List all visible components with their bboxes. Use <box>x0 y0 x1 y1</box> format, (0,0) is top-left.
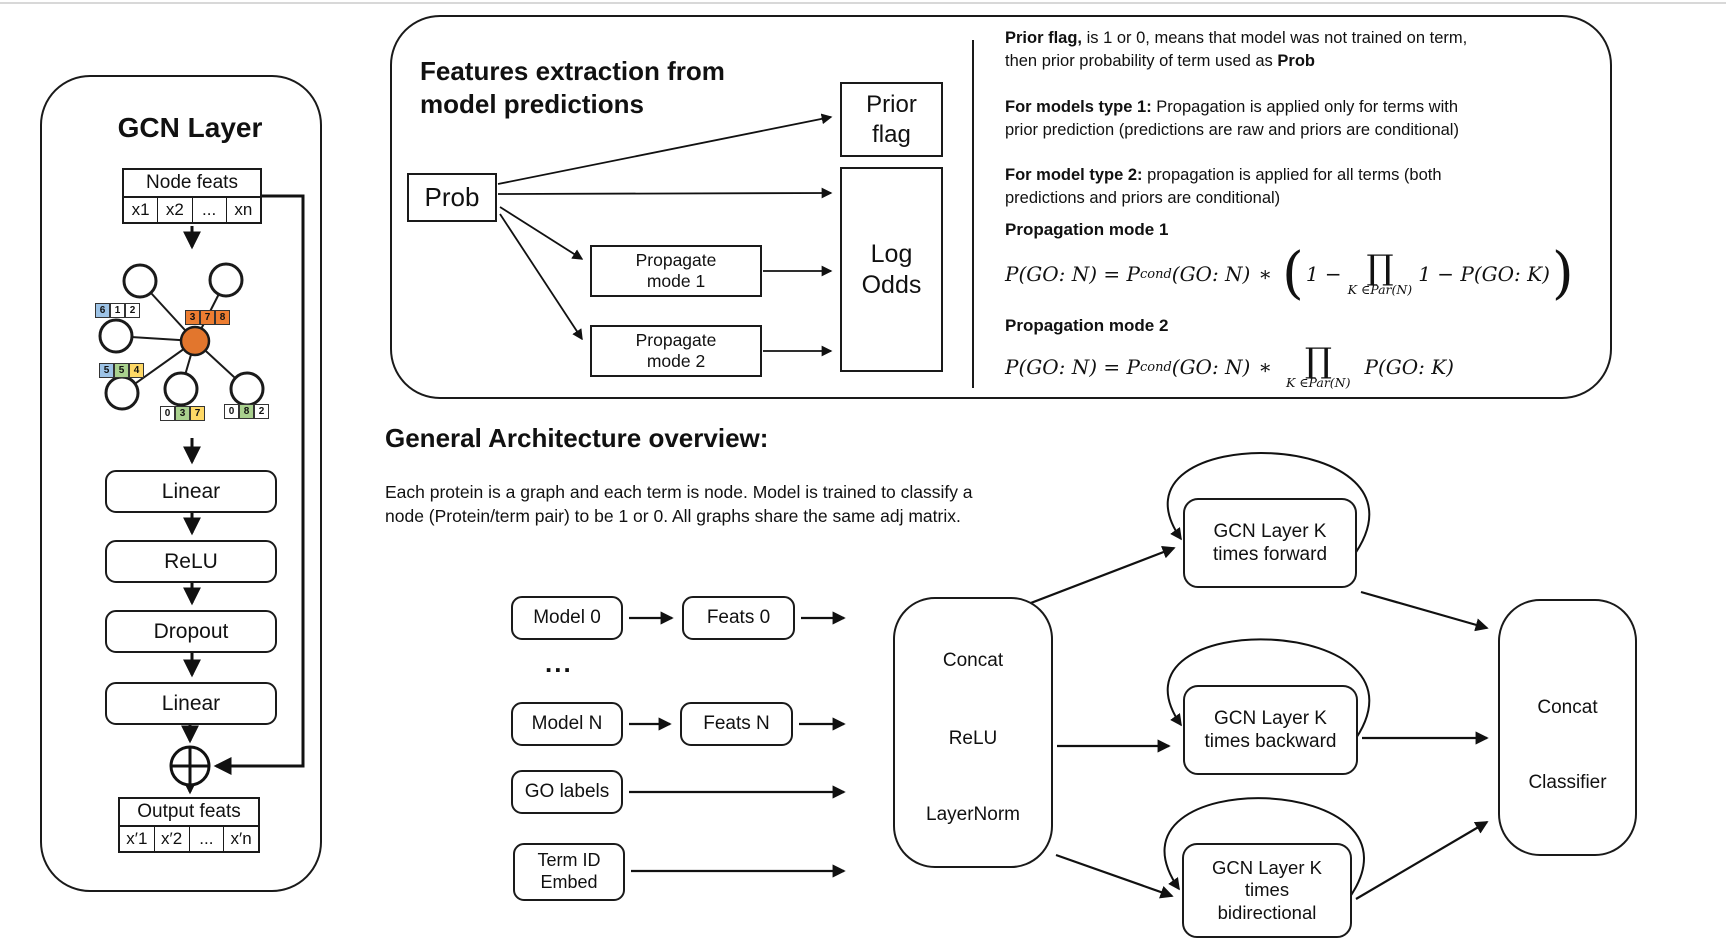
architecture-title: General Architecture overview: <box>385 423 769 453</box>
gcn-forward-box: GCN Layer K times forward <box>1183 498 1357 588</box>
output-feat-cell: x′n <box>223 827 258 851</box>
feature-cell: 3 <box>175 406 190 421</box>
feature-cell: 6 <box>95 303 110 318</box>
feature-cell: 8 <box>215 310 230 325</box>
feature-vector: 6 1 2 <box>95 303 140 318</box>
top-edge-line <box>0 2 1726 4</box>
linear-block-2: Linear <box>105 682 277 725</box>
model-n-box: Model N <box>511 702 623 746</box>
gcn-layer-panel <box>40 75 322 892</box>
go-labels-box: GO labels <box>511 770 623 814</box>
node-feat-cell: x1 <box>131 200 150 219</box>
feature-cell: 7 <box>200 310 215 325</box>
feature-vector: 5 5 4 <box>99 363 144 378</box>
output-feats-table: Output feats x′1 x′2 ... x′n <box>118 797 260 853</box>
feature-cell: 0 <box>160 406 175 421</box>
feature-vector: 0 3 7 <box>160 406 205 421</box>
graph-neighbor-nodes <box>98 262 265 411</box>
note-line: predictions and priors are conditional) <box>1005 189 1281 207</box>
classifier-label: Classifier <box>1528 772 1607 793</box>
concat-relu-layernorm-box: Concat ReLU LayerNorm <box>893 597 1053 868</box>
feature-vector: 0 8 2 <box>224 404 269 419</box>
node-feat-cell: xn <box>225 198 260 222</box>
feature-cell: 1 <box>110 303 125 318</box>
feature-vector: 3 7 8 <box>185 310 230 325</box>
feature-cell: 2 <box>125 303 140 318</box>
feature-cell: 4 <box>129 363 144 378</box>
note-line: then prior probability of term used as P… <box>1005 52 1315 70</box>
architecture-description: Each protein is a graph and each term is… <box>385 482 973 526</box>
concat-classifier-box: Concat Classifier <box>1498 599 1637 856</box>
feats-0-box: Feats 0 <box>682 596 795 640</box>
feature-cell: 5 <box>114 363 129 378</box>
feature-cell: 2 <box>254 404 269 419</box>
gcn-layer-title: GCN Layer <box>117 112 263 143</box>
node-feats-header: Node feats <box>124 170 260 198</box>
feature-cell: 8 <box>239 404 254 419</box>
features-panel-title: Features extraction from model predictio… <box>420 56 725 119</box>
product-operator: ∏ K ∈Par(N) <box>1285 340 1351 390</box>
note-line: For model type 2: propagation is applied… <box>1005 166 1442 184</box>
propagate-mode-2-box: Propagate mode 2 <box>590 325 762 377</box>
propagation-mode-1-heading: Propagation mode 1 <box>1005 220 1169 239</box>
sum-plus-circle-icon <box>169 745 211 787</box>
node-feats-table: Node feats x1 x2 ... xn <box>122 168 262 224</box>
node-feat-cell: x2 <box>157 198 191 222</box>
note-line: Prior flag, is 1 or 0, means that model … <box>1005 29 1468 47</box>
gcn-backward-box: GCN Layer K times backward <box>1183 685 1358 775</box>
output-feat-cell: x′1 <box>126 829 148 848</box>
term-id-embed-box: Term ID Embed <box>513 843 625 901</box>
features-extraction-panel <box>390 15 1612 399</box>
feature-cell: 0 <box>224 404 239 419</box>
ellipsis-label: ... <box>545 648 573 678</box>
dropout-block: Dropout <box>105 610 277 653</box>
output-feats-header: Output feats <box>120 799 258 827</box>
product-operator: ∏ K ∈Par(N) <box>1347 247 1413 297</box>
features-arrows <box>497 113 833 357</box>
output-feat-cell: ... <box>188 827 224 851</box>
note-line: prior prediction (predictions are raw an… <box>1005 121 1459 139</box>
classifier-concat-label: Concat <box>1537 697 1598 718</box>
relu-label: ReLU <box>948 728 998 749</box>
feats-n-box: Feats N <box>680 702 793 746</box>
feature-cell: 7 <box>190 406 205 421</box>
gcn-flow-arrows <box>181 194 305 795</box>
prior-flag-box: Prior flag <box>840 82 943 157</box>
graph-center-node <box>179 325 211 357</box>
gcn-bidirectional-box: GCN Layer K times bidirectional <box>1182 843 1352 938</box>
layernorm-label: LayerNorm <box>926 804 1020 825</box>
concat-label: Concat <box>942 650 1004 671</box>
linear-block-1: Linear <box>105 470 277 513</box>
node-feat-cell: ... <box>191 198 226 222</box>
propagation-mode-2-heading: Propagation mode 2 <box>1005 316 1169 335</box>
relu-block: ReLU <box>105 540 277 583</box>
propagate-mode-1-box: Propagate mode 1 <box>590 245 762 297</box>
prob-box: Prob <box>407 173 497 222</box>
output-feat-cell: x′2 <box>153 827 189 851</box>
feature-cell: 3 <box>185 310 200 325</box>
feature-cell: 5 <box>99 363 114 378</box>
gcn-self-loops <box>1163 452 1371 902</box>
note-line: For models type 1: Propagation is applie… <box>1005 98 1459 116</box>
log-odds-box: Log Odds <box>840 167 943 372</box>
model-0-box: Model 0 <box>511 596 623 640</box>
